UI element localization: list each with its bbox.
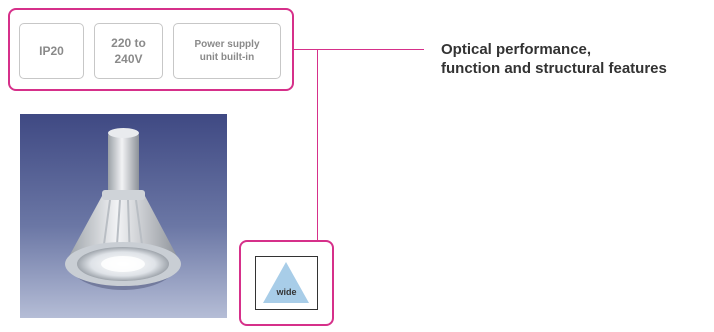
connector-line-vertical [317,49,318,241]
triangle-light-distribution-icon [263,262,309,303]
voltage-box: 220 to 240V [94,23,163,79]
ip-rating-box: IP20 [19,23,84,79]
feature-description: Optical performance, function and struct… [441,41,667,77]
light-distribution-frame: wide [239,240,334,326]
voltage-label: 220 to 240V [111,35,146,66]
lamp-icon [65,128,181,290]
connector-line-horizontal [294,49,424,50]
ip-rating-label: IP20 [39,43,64,58]
spec-frame: IP20 220 to 240V Power supply unit built… [8,8,294,91]
light-distribution-box: wide [255,256,318,310]
power-supply-label: Power supply unit built-in [194,38,260,64]
power-supply-box: Power supply unit built-in [173,23,281,79]
lamp-photo [20,114,227,318]
light-distribution-label: wide [276,287,297,297]
